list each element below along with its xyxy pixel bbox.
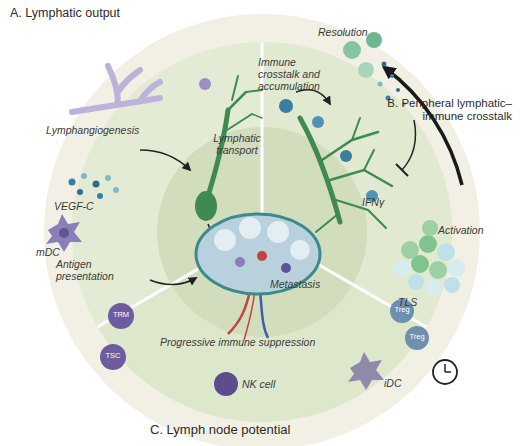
resolution-cells-part: [382, 62, 387, 67]
immune-cells-part: [312, 116, 324, 128]
tls-cluster-part: [408, 274, 424, 290]
tls-cluster-part: [437, 243, 455, 261]
lymphatic-vessel-part: [228, 92, 246, 110]
cell: [199, 78, 211, 90]
cell-label: Treg: [387, 306, 417, 315]
lymphatic-capillary-part: [118, 70, 140, 92]
lymph-node-part: [267, 221, 289, 243]
vegf-dots-part: [81, 173, 87, 179]
node-cells-part: [348, 352, 384, 390]
clock-icon-part: [444, 364, 446, 372]
inhibition-line: [402, 120, 416, 170]
resolution-cells-part: [343, 41, 361, 59]
process-label: Lymphatic transport: [206, 132, 268, 156]
vegf-dots-part: [93, 181, 100, 188]
vessel-bulb: [195, 191, 217, 221]
lymph-node: [196, 214, 320, 340]
immune-cells-part: [340, 150, 352, 162]
tls-cluster-part: [426, 279, 442, 295]
section-title: A. Lymphatic output: [10, 6, 120, 20]
process-label: Antigen presentation: [56, 258, 126, 282]
cell-label: TSC: [98, 352, 128, 361]
lymphatic-vessel-part: [224, 114, 252, 132]
resolution-cells-part: [396, 88, 400, 92]
vegf-dots-part: [97, 193, 103, 199]
vegf-dots-part: [69, 179, 76, 186]
process-label: Lymphangiogenesis: [46, 124, 139, 136]
immune-cells-part: [279, 99, 293, 113]
section-title: C. Lymph node potential: [150, 423, 290, 438]
cell-label: iDC: [384, 377, 402, 389]
process-label: Metastasis: [270, 278, 320, 290]
clock-icon: [433, 360, 457, 384]
resolution-cells-part: [390, 74, 394, 78]
cycle-arrow: [385, 68, 462, 185]
lymph-node-part: [290, 240, 310, 260]
vegf-dots: [69, 173, 120, 199]
sector-dividers: [98, 42, 427, 327]
resolution-cells-part: [366, 32, 382, 48]
node-cells-part: [214, 372, 238, 396]
lymphatic-network-part: [352, 118, 360, 140]
tls-cluster-part: [444, 277, 460, 293]
lymphatic-network-part: [330, 170, 392, 186]
resolution-cells: [343, 32, 406, 106]
lymph-node-part: [214, 229, 236, 251]
immune-cells: [279, 99, 378, 202]
vegf-dots-part: [113, 187, 119, 193]
inhibition-bar: [396, 164, 408, 176]
lymphatic-capillary-part: [108, 66, 118, 104]
cell-label: NK cell: [242, 378, 275, 390]
cell-label: mDC: [36, 246, 60, 258]
tls-cluster-part: [419, 235, 437, 253]
growth-arrow: [140, 150, 190, 170]
lymphatic-network-part: [364, 150, 374, 170]
vegf-dots-part: [105, 175, 111, 181]
lymph-node-part: [281, 263, 291, 273]
resolution-cells-part: [358, 62, 374, 78]
dendritic-cell-part: [59, 228, 69, 238]
lymph-node-part: [239, 217, 261, 239]
lymph-node-part: [260, 290, 268, 338]
process-label: Resolution: [318, 26, 368, 38]
lymphatic-network-part: [316, 214, 338, 232]
tls-cluster-part: [447, 259, 465, 277]
tls-cluster-part: [411, 255, 429, 273]
node-cells: [100, 299, 429, 396]
cell-label: Treg: [402, 333, 432, 342]
lymphatic-network-part: [300, 118, 340, 222]
lymphatic-network: [300, 118, 392, 232]
lymphatic-vessel-part: [252, 114, 262, 118]
lymphatic-capillary: [72, 66, 160, 112]
clock-icon-part: [433, 360, 457, 384]
resolution-cells-part: [378, 82, 383, 87]
lymphatic-capillary-part: [140, 82, 160, 101]
lymphatic-vessel-part: [232, 76, 238, 100]
process-label: Immune crosstalk and accumulation: [258, 56, 336, 92]
process-label: Progressive immune suppression: [160, 336, 315, 348]
lymph-node-part: [244, 290, 255, 340]
tls-cluster-part: [429, 261, 447, 279]
lymph-node-part: [235, 257, 245, 267]
clock-icon-part: [445, 371, 451, 373]
outer-ring: [44, 14, 480, 446]
section-title: B. Peripheral lymphatic–immune crosstalk: [370, 97, 512, 123]
molecule-label: IFNγ: [362, 196, 384, 208]
lymph-node-part: [257, 251, 267, 261]
cell-label: TRM: [106, 311, 136, 320]
vegf-dots-part: [77, 189, 83, 195]
molecule-label: VEGF-C: [54, 200, 94, 212]
migration-arrow: [150, 278, 196, 285]
tls-cluster-part: [393, 259, 411, 277]
process-label: Activation: [438, 224, 484, 236]
tls-cluster-part: [422, 220, 438, 236]
lymph-node-part: [228, 290, 250, 334]
lymph-node-part: [196, 214, 320, 294]
